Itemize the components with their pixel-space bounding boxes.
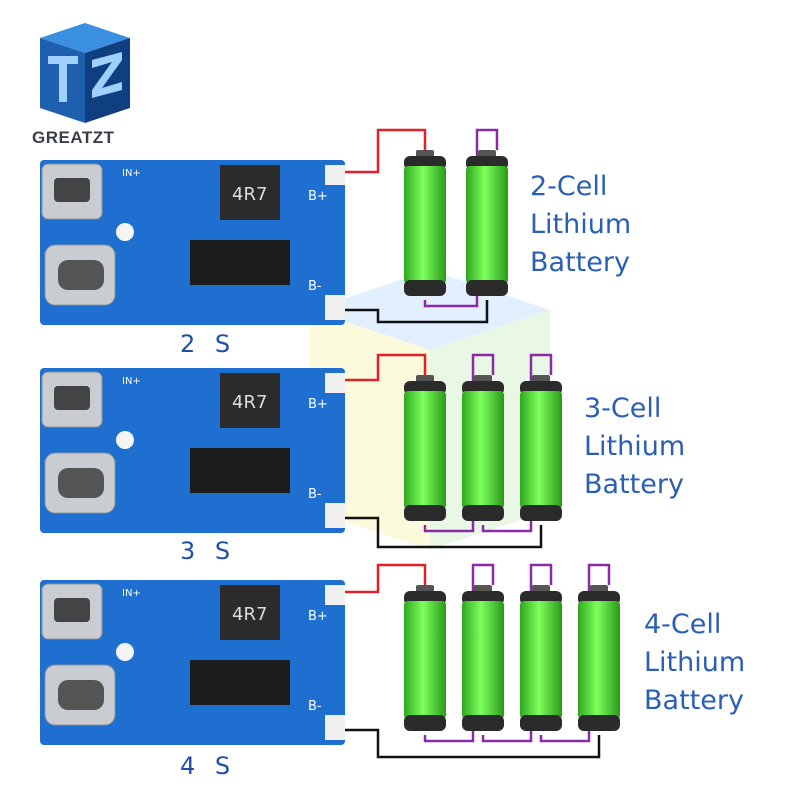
cell-text-line: Battery	[644, 685, 744, 716]
cell-text-line: 2-Cell	[530, 171, 608, 202]
positive-wire	[338, 353, 427, 382]
positive-wire	[338, 128, 427, 174]
row-label-2s: 2 S	[180, 330, 237, 358]
pin-positive: B+	[308, 397, 328, 412]
lithium-battery-cell	[460, 585, 506, 735]
lithium-battery-cell	[464, 150, 510, 300]
cell-text-line: Lithium	[584, 431, 686, 462]
brand-name: GREATZT	[32, 128, 115, 147]
negative-wire	[338, 728, 601, 759]
negative-wire	[338, 516, 543, 549]
inductor-label: 4R7	[232, 392, 267, 413]
row-label-3s: 3 S	[180, 537, 237, 565]
cell-text-2: 2-Cell Lithium Battery	[530, 168, 631, 282]
lithium-battery-cell	[518, 375, 564, 525]
cell-text-4: 4-Cell Lithium Battery	[644, 606, 745, 720]
lithium-battery-cell	[460, 375, 506, 525]
cell-text-line: Lithium	[530, 209, 632, 240]
lithium-battery-cell	[576, 585, 622, 735]
pin-positive: B+	[308, 609, 328, 624]
pcb-illustration: 4R7 B+ B- IN+	[40, 160, 345, 325]
pin-input: IN+	[122, 588, 141, 599]
positive-wire	[338, 563, 427, 594]
cell-text-line: Lithium	[644, 647, 746, 678]
lithium-battery-cell	[402, 375, 448, 525]
pcb-illustration: 4R7 B+ B- IN+	[40, 368, 345, 533]
inductor-label: 4R7	[232, 604, 267, 625]
cell-text-line: Battery	[530, 247, 630, 278]
inductor-label: 4R7	[232, 184, 267, 205]
lithium-battery-cell	[402, 150, 448, 300]
lithium-battery-cell	[402, 585, 448, 735]
charger-board-4s: 4R7 B+ B- IN+	[40, 580, 350, 750]
pin-input: IN+	[122, 168, 141, 179]
pin-negative: B-	[308, 487, 322, 502]
charger-board-2s: 4R7 B+ B- IN+	[40, 160, 350, 330]
pcb-illustration: 4R7 B+ B- IN+	[40, 580, 345, 745]
lithium-battery-cell	[518, 585, 564, 735]
pin-positive: B+	[308, 189, 328, 204]
negative-wire	[338, 300, 489, 324]
cell-text-3: 3-Cell Lithium Battery	[584, 390, 685, 504]
cell-text-line: 4-Cell	[644, 609, 722, 640]
pin-negative: B-	[308, 279, 322, 294]
cell-text-line: Battery	[584, 469, 684, 500]
cell-text-line: 3-Cell	[584, 393, 662, 424]
pin-input: IN+	[122, 376, 141, 387]
charger-board-3s: 4R7 B+ B- IN+	[40, 368, 350, 538]
brand-logo	[30, 18, 140, 128]
pin-negative: B-	[308, 699, 322, 714]
row-label-4s: 4 S	[180, 752, 237, 780]
